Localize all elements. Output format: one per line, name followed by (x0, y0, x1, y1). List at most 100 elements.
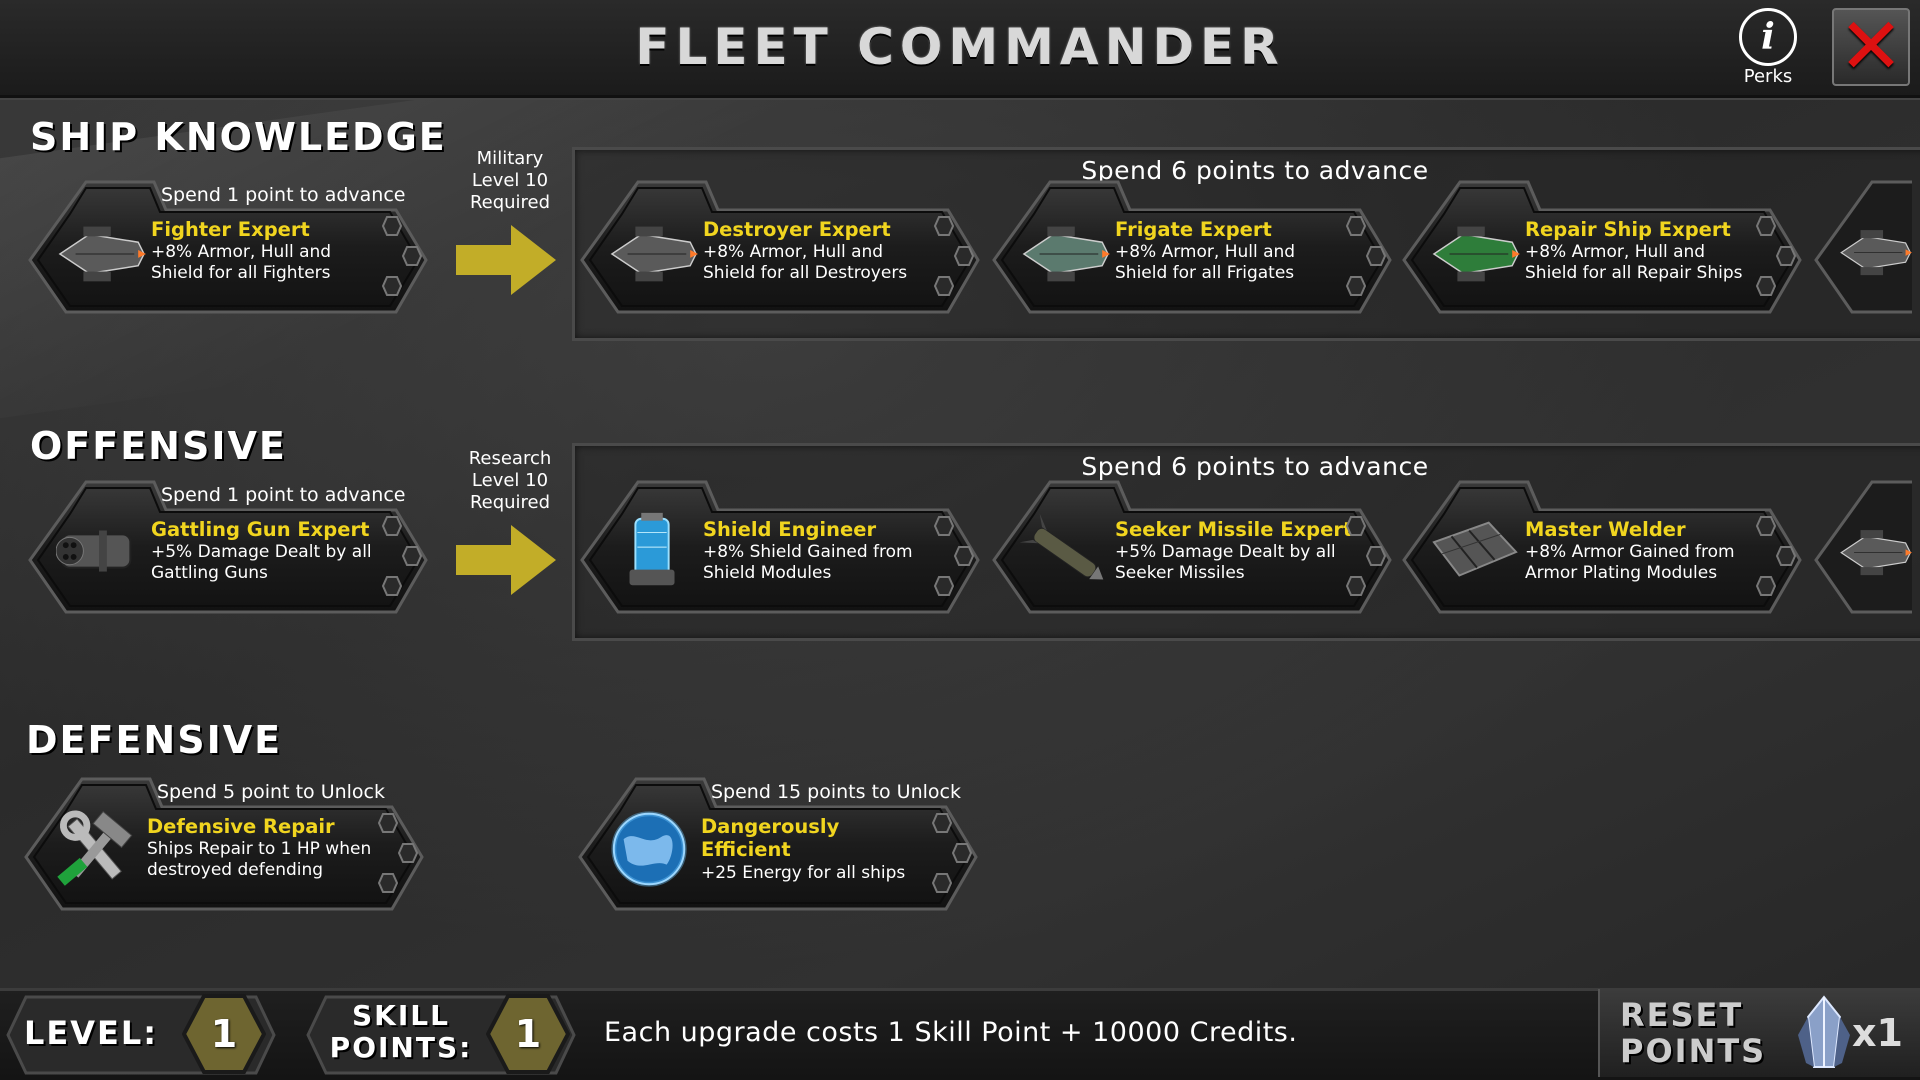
skill-card-partial[interactable] (1812, 180, 1912, 316)
section-heading-ship-knowledge: SHIP KNOWLEDGE (30, 115, 447, 159)
skill-name: Dangerously Efficient (701, 815, 840, 861)
skill-pip-icon (934, 576, 954, 596)
armor-plating-icon (1432, 521, 1518, 577)
spend-label: Spend 5 point to Unlock (157, 781, 385, 803)
skill-name: Gattling Gun Expert (151, 518, 370, 541)
shield-module-icon (629, 512, 675, 586)
skill-description: +8% Armor, Hull and Shield for all Fight… (151, 242, 332, 283)
skill-pip-icon (932, 813, 952, 833)
skill-pip-icon (954, 246, 974, 266)
skill-card[interactable]: Shield Engineer+8% Shield Gained from Sh… (578, 480, 983, 616)
level-label: LEVEL: (24, 1014, 159, 1052)
close-icon: ✕ (1838, 2, 1904, 92)
skill-description: +5% Damage Dealt by all Seeker Missiles (1115, 542, 1336, 583)
ship-icon (1840, 230, 1912, 276)
skill-pip-icon (934, 276, 954, 296)
skill-card[interactable]: Master Welder+8% Armor Gained from Armor… (1400, 480, 1805, 616)
skill-points-label: SKILL POINTS: (328, 1000, 474, 1064)
skill-description: +8% Shield Gained from Shield Modules (703, 542, 913, 583)
skill-points-badge: 1 (485, 992, 571, 1076)
perks-button[interactable]: i Perks (1730, 8, 1806, 87)
skill-name: Destroyer Expert (703, 218, 891, 241)
repair-ship-icon (1432, 226, 1520, 282)
requirement-military: Military Level 10 Required (450, 148, 570, 214)
skill-pip-icon (1346, 576, 1366, 596)
gatling-gun-icon (56, 530, 132, 572)
skill-name: Repair Ship Expert (1525, 218, 1731, 241)
skill-pip-icon (952, 843, 972, 863)
skill-name: Seeker Missile Expert (1115, 518, 1353, 541)
skill-description: +8% Armor, Hull and Shield for all Repai… (1525, 242, 1743, 283)
skill-pip-icon (378, 873, 398, 893)
skill-pip-icon (1346, 516, 1366, 536)
requirement-line: Level 10 (471, 170, 549, 191)
energy-planet-icon (611, 811, 687, 887)
skill-pip-icon (1346, 216, 1366, 236)
skill-name: Master Welder (1525, 518, 1686, 541)
skill-card[interactable]: Repair Ship Expert+8% Armor, Hull and Sh… (1400, 180, 1805, 316)
skill-description: +8% Armor, Hull and Shield for all Friga… (1115, 242, 1296, 283)
skill-pip-icon (382, 576, 402, 596)
requirement-line: Level 10 (471, 470, 549, 491)
title-bar: FLEET COMMANDER i Perks ✕ (0, 0, 1920, 98)
reset-points-button[interactable]: RESET POINTS x1 (1598, 989, 1920, 1077)
reset-label-line: POINTS (1620, 1032, 1767, 1070)
skill-card[interactable]: Destroyer Expert+8% Armor, Hull and Shie… (578, 180, 983, 316)
skill-label-line: SKILL (352, 999, 450, 1032)
skill-points-value: 1 (514, 1012, 542, 1056)
spend-label: Spend 1 point to advance (161, 484, 406, 506)
skill-pip-icon (1776, 246, 1796, 266)
skill-pip-icon (1776, 546, 1796, 566)
close-button[interactable]: ✕ (1832, 2, 1910, 92)
skill-pip-icon (1756, 576, 1776, 596)
skill-card[interactable]: Frigate Expert+8% Armor, Hull and Shield… (990, 180, 1395, 316)
skill-description: +25 Energy for all ships (701, 863, 906, 883)
skill-card-partial[interactable] (1812, 480, 1912, 616)
requirement-line: Military (476, 148, 544, 169)
perks-label: Perks (1743, 66, 1793, 87)
section-heading-offensive: OFFENSIVE (30, 424, 287, 468)
spend-label: Spend 15 points to Unlock (711, 781, 961, 803)
skill-pip-icon (382, 276, 402, 296)
section-heading-defensive: DEFENSIVE (26, 718, 283, 762)
skill-pip-icon (1756, 516, 1776, 536)
skill-pip-icon (1366, 546, 1386, 566)
skill-pip-icon (402, 246, 422, 266)
skill-description: +8% Armor Gained from Armor Plating Modu… (1525, 542, 1735, 583)
skill-pip-icon (934, 516, 954, 536)
requirement-line: Research (468, 448, 552, 469)
skill-pip-icon (1756, 276, 1776, 296)
requirement-line: Required (469, 492, 551, 513)
skill-pip-icon (382, 516, 402, 536)
skill-name: Fighter Expert (151, 218, 310, 241)
spend-label: Spend 1 point to advance (161, 184, 406, 206)
level-badge: 1 (181, 992, 267, 1076)
group-title: Spend 6 points to advance (1081, 452, 1429, 481)
fighter-ship-icon (58, 226, 146, 282)
reset-points-label: RESET POINTS (1620, 997, 1766, 1069)
upgrade-cost-text: Each upgrade costs 1 Skill Point + 10000… (604, 1017, 1298, 1048)
destroyer-ship-icon (610, 226, 698, 282)
skill-description: +5% Damage Dealt by all Gattling Guns (151, 542, 372, 583)
seeker-missile-icon (1020, 513, 1104, 580)
reset-label-line: RESET (1620, 996, 1744, 1034)
page-title: FLEET COMMANDER (635, 18, 1285, 76)
frigate-ship-icon (1022, 226, 1110, 282)
skill-label-line: POINTS: (329, 1031, 473, 1064)
skill-pip-icon (1366, 246, 1386, 266)
skill-pip-icon (378, 813, 398, 833)
wrench-hammer-icon (57, 810, 133, 886)
skill-pip-icon (1756, 216, 1776, 236)
info-icon: i (1739, 8, 1797, 66)
crystal-icon (1798, 995, 1850, 1068)
advance-arrow-icon (456, 525, 556, 595)
skill-pip-icon (382, 216, 402, 236)
skill-description: Ships Repair to 1 HP when destroyed defe… (147, 839, 372, 880)
advance-arrow-icon (456, 225, 556, 295)
skill-pip-icon (1346, 276, 1366, 296)
skill-card[interactable]: Seeker Missile Expert+5% Damage Dealt by… (990, 480, 1395, 616)
